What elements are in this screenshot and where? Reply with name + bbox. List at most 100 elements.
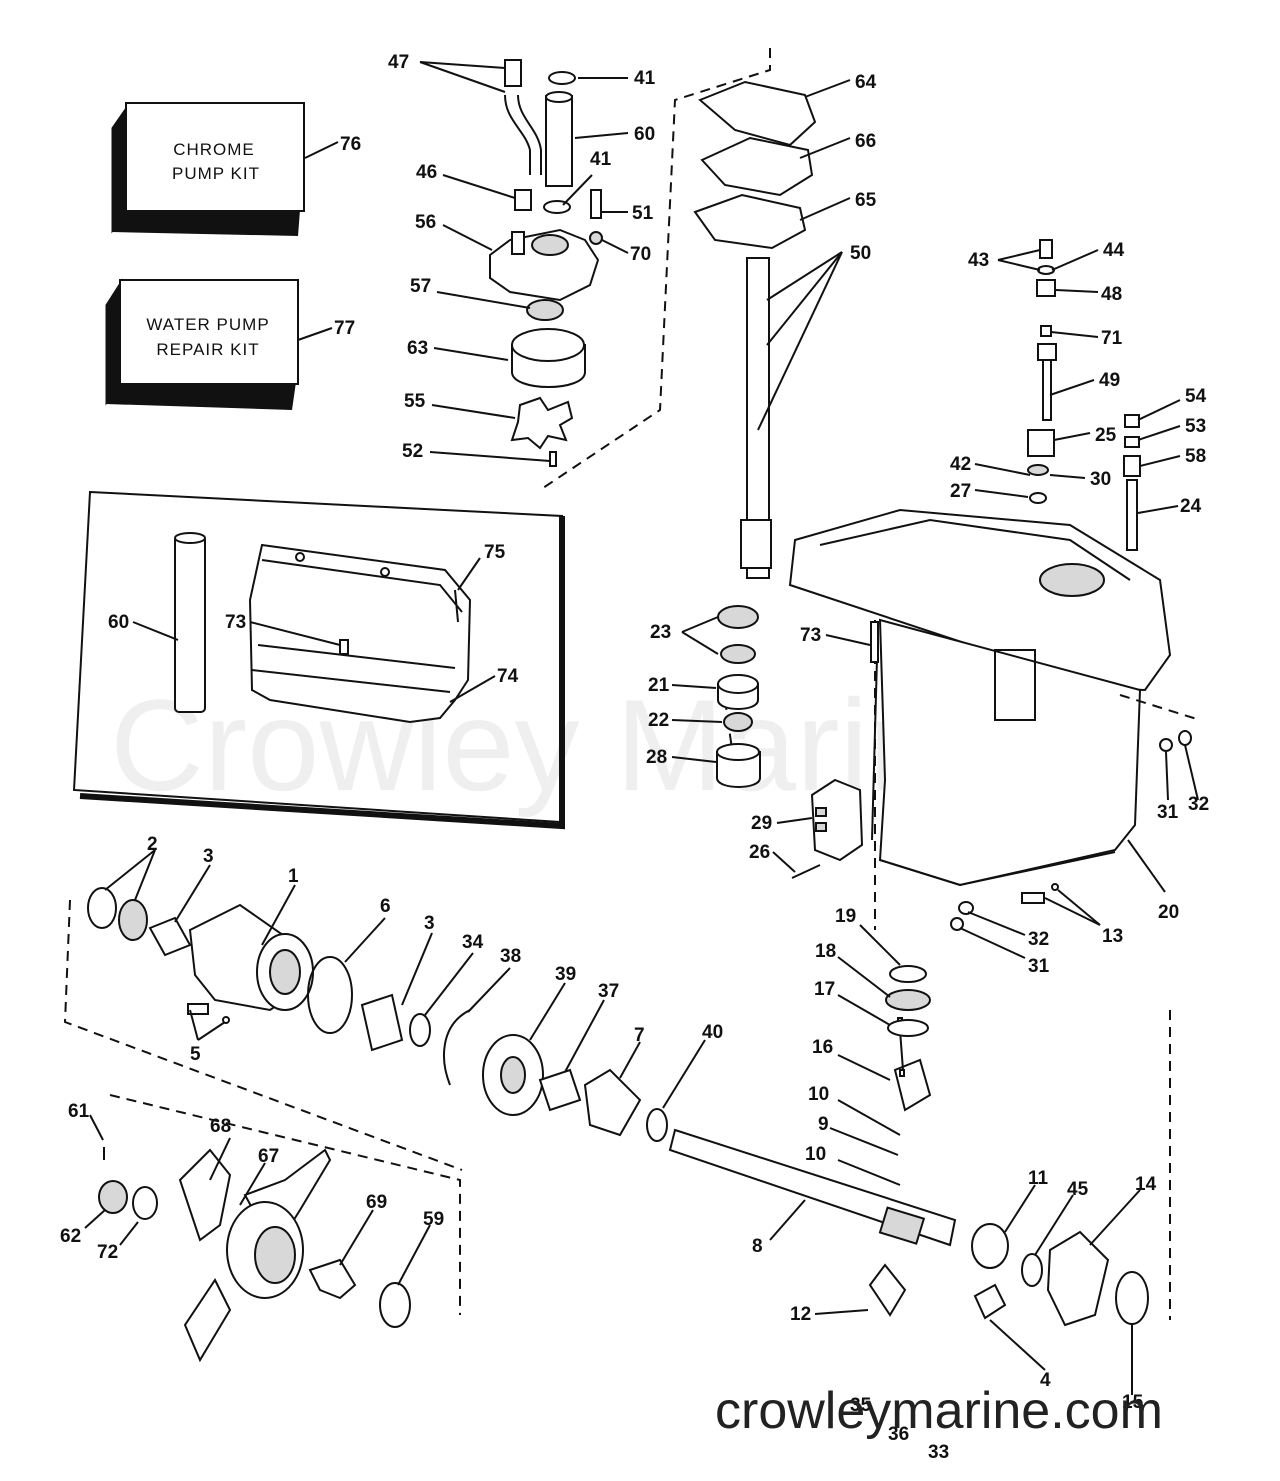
- callout: 6: [380, 896, 391, 917]
- callout: 44: [1103, 240, 1125, 261]
- callout: 8: [752, 1236, 763, 1257]
- callout: 51: [632, 203, 654, 224]
- callout: 54: [1185, 386, 1207, 407]
- chrome-pump-kit-box: CHROME PUMP KIT: [111, 102, 305, 236]
- callout: 28: [646, 747, 667, 768]
- callout: 20: [1158, 902, 1179, 923]
- callout: 66: [855, 131, 876, 152]
- callout: 19: [835, 906, 856, 927]
- water-pump-kit-line2: REPAIR KIT: [156, 340, 259, 359]
- callout: 27: [950, 481, 971, 502]
- callout: 50: [850, 243, 871, 264]
- chrome-pump-kit-line2: PUMP KIT: [172, 164, 260, 183]
- callout: 57: [410, 276, 431, 297]
- callout: 48: [1101, 284, 1122, 305]
- callout: 29: [751, 813, 772, 834]
- callout: 10: [808, 1084, 829, 1105]
- callout: 67: [258, 1146, 279, 1167]
- callout: 41: [590, 149, 612, 170]
- callout: 49: [1099, 370, 1120, 391]
- callout: 15: [1122, 1392, 1144, 1413]
- callout: 42: [950, 454, 971, 475]
- callout: 73: [800, 625, 821, 646]
- callout: 2: [147, 834, 158, 855]
- propeller-shaft-group: [668, 965, 1149, 1327]
- callout: 33: [928, 1442, 949, 1463]
- callout: 31: [1157, 802, 1179, 823]
- callout: 10: [805, 1144, 826, 1165]
- callout: 72: [97, 1242, 118, 1263]
- callout-numbers: 47 41 60 41 46 51 56 70 57 63 55 52 64 6…: [60, 52, 1209, 1463]
- callout: 12: [790, 1304, 811, 1325]
- inset-panel: [72, 490, 565, 830]
- chrome-pump-kit-line1: CHROME: [173, 140, 255, 159]
- callout: 37: [598, 981, 619, 1002]
- callout: 21: [648, 675, 670, 696]
- callout: 73: [225, 612, 246, 633]
- gearcase-housing: [788, 508, 1172, 887]
- callout: 59: [423, 1209, 444, 1230]
- callout: 7: [634, 1025, 645, 1046]
- callout: 31: [1028, 956, 1050, 977]
- callout: 65: [855, 190, 877, 211]
- callout: 68: [210, 1116, 231, 1137]
- callout: 35: [850, 1395, 872, 1416]
- callout: 62: [60, 1226, 81, 1247]
- callout: 9: [818, 1114, 829, 1135]
- callout: 22: [648, 710, 669, 731]
- cover-plate: [791, 778, 864, 879]
- callout: 25: [1095, 425, 1117, 446]
- callout-kit-water: 77: [334, 318, 355, 339]
- callout: 56: [415, 212, 436, 233]
- plates-and-driveshaft: [693, 80, 817, 579]
- callout: 74: [497, 666, 519, 687]
- callout: 52: [402, 441, 423, 462]
- callout: 14: [1135, 1174, 1157, 1195]
- callout: 26: [749, 842, 770, 863]
- bearing-stack: [716, 605, 879, 788]
- callout: 30: [1090, 469, 1111, 490]
- callout: 70: [630, 244, 651, 265]
- callout: 34: [462, 932, 484, 953]
- callout: 75: [484, 542, 506, 563]
- callout: 32: [1028, 929, 1049, 950]
- propeller-group: [98, 1147, 411, 1363]
- callout: 18: [815, 941, 836, 962]
- callout: 5: [190, 1044, 201, 1065]
- callout: 24: [1180, 496, 1202, 517]
- callout: 4: [1040, 1370, 1051, 1391]
- callout: 61: [68, 1101, 90, 1122]
- callout: 40: [702, 1022, 723, 1043]
- callout: 1: [288, 866, 299, 887]
- callout: 38: [500, 946, 521, 967]
- callout-kit-chrome: 76: [340, 134, 361, 155]
- callout: 3: [203, 846, 214, 867]
- callout: 23: [650, 622, 671, 643]
- callout: 71: [1101, 328, 1123, 349]
- callout: 13: [1102, 926, 1123, 947]
- callout: 16: [812, 1037, 833, 1058]
- callout: 60: [108, 612, 129, 633]
- callout: 41: [634, 68, 656, 89]
- shift-rod-group: [1027, 239, 1141, 551]
- water-pump-kit-line1: WATER PUMP: [146, 315, 269, 334]
- callout: 3: [424, 913, 435, 934]
- callout: 11: [1028, 1168, 1049, 1189]
- callout: 60: [634, 124, 655, 145]
- callout: 58: [1185, 446, 1206, 467]
- callout-leaders: [84, 61, 1199, 1395]
- water-pump-repair-kit-box: WATER PUMP REPAIR KIT: [105, 278, 299, 410]
- callout: 47: [388, 52, 409, 73]
- callout: 39: [555, 964, 576, 985]
- callout: 17: [814, 979, 835, 1000]
- callout: 64: [855, 72, 877, 93]
- callout: 36: [888, 1424, 909, 1445]
- water-pump-group: [489, 59, 603, 467]
- callout: 43: [968, 250, 989, 271]
- callout: 46: [416, 162, 437, 183]
- callout: 53: [1185, 416, 1206, 437]
- callout: 69: [366, 1192, 387, 1213]
- watermark-url: crowleymarine.com: [715, 1382, 1163, 1440]
- callout: 55: [404, 391, 426, 412]
